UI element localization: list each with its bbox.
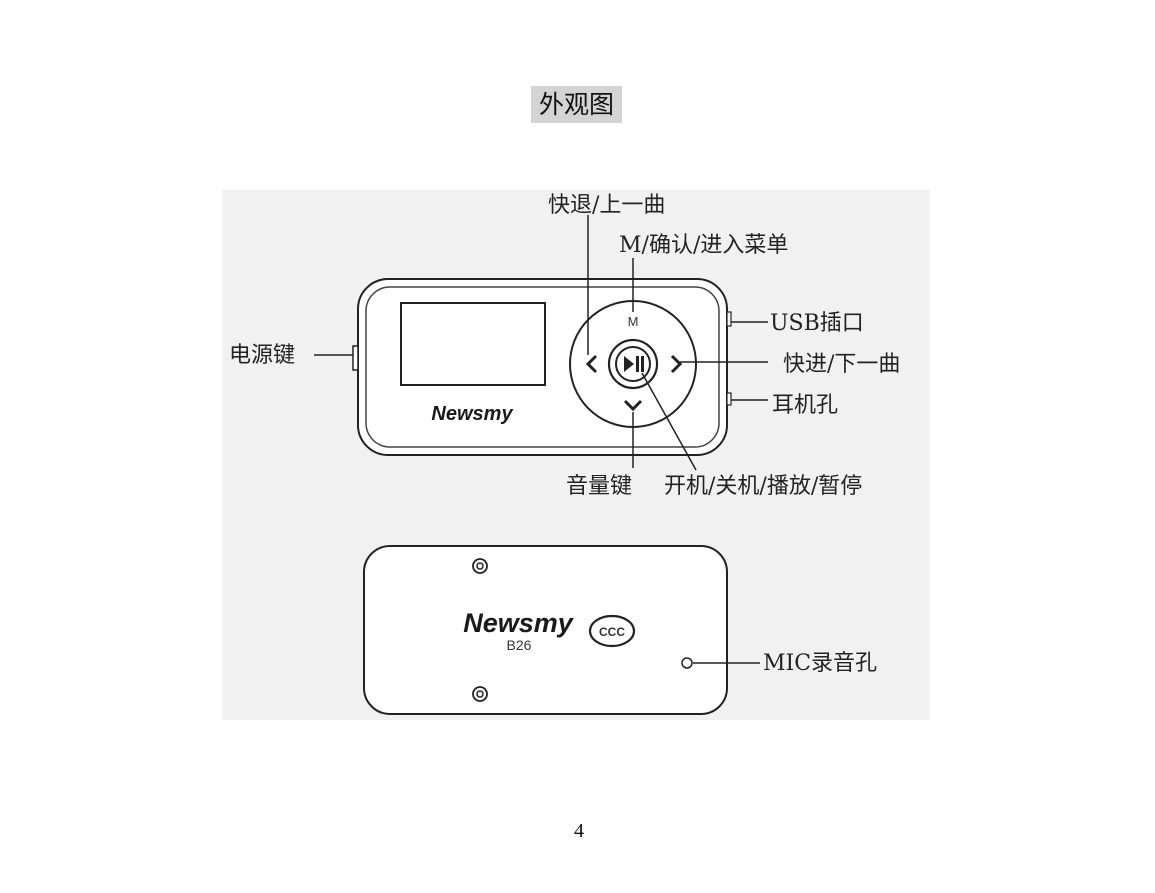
label-earphone: 耳机孔: [772, 393, 838, 418]
label-power: 电源键: [229, 343, 295, 368]
label-forward: 快进/下一曲: [783, 352, 900, 377]
chevron-left-icon: [585, 354, 598, 374]
leader-play: [641, 372, 697, 471]
pause-icon-bar-left: [636, 356, 639, 372]
play-icon: [624, 356, 634, 372]
label-mic: MIC录音孔: [763, 651, 877, 676]
front-brand-logo: Newsmy: [431, 403, 513, 425]
page-title: 外观图: [531, 86, 622, 123]
front-body-inner-outline: [365, 286, 720, 448]
pause-icon-bar-right: [641, 356, 644, 372]
power-key-shape: [352, 345, 359, 371]
screw-bottom-center: [476, 690, 484, 698]
label-usb: USB插口: [770, 311, 864, 336]
usb-port-shape: [726, 311, 732, 327]
chevron-down-icon: [623, 399, 643, 412]
screen: [400, 302, 546, 386]
label-menu: M/确认/进入菜单: [619, 233, 788, 258]
menu-button-m: M: [628, 314, 639, 329]
back-view: Newsmy B26 CCC MIC录音孔: [363, 545, 877, 715]
back-body-outline: [363, 545, 728, 715]
screw-top-center: [476, 562, 484, 570]
mic-hole: [681, 657, 693, 669]
page-number: 4: [574, 820, 584, 842]
model-number: B26: [507, 637, 532, 653]
front-view: Newsmy M 快退/上一曲 M/确认/进入菜单 USB插口 快进/下一曲 耳…: [229, 193, 900, 499]
svg-text:CCC: CCC: [599, 625, 625, 639]
back-brand-logo: Newsmy: [463, 608, 575, 638]
chevron-right-icon: [670, 354, 683, 374]
label-volume: 音量键: [566, 474, 632, 499]
ccc-certification-mark: CCC: [588, 614, 636, 648]
label-play: 开机/关机/播放/暂停: [664, 474, 862, 499]
label-rewind: 快退/上一曲: [548, 193, 665, 218]
earphone-jack-shape: [726, 392, 732, 406]
